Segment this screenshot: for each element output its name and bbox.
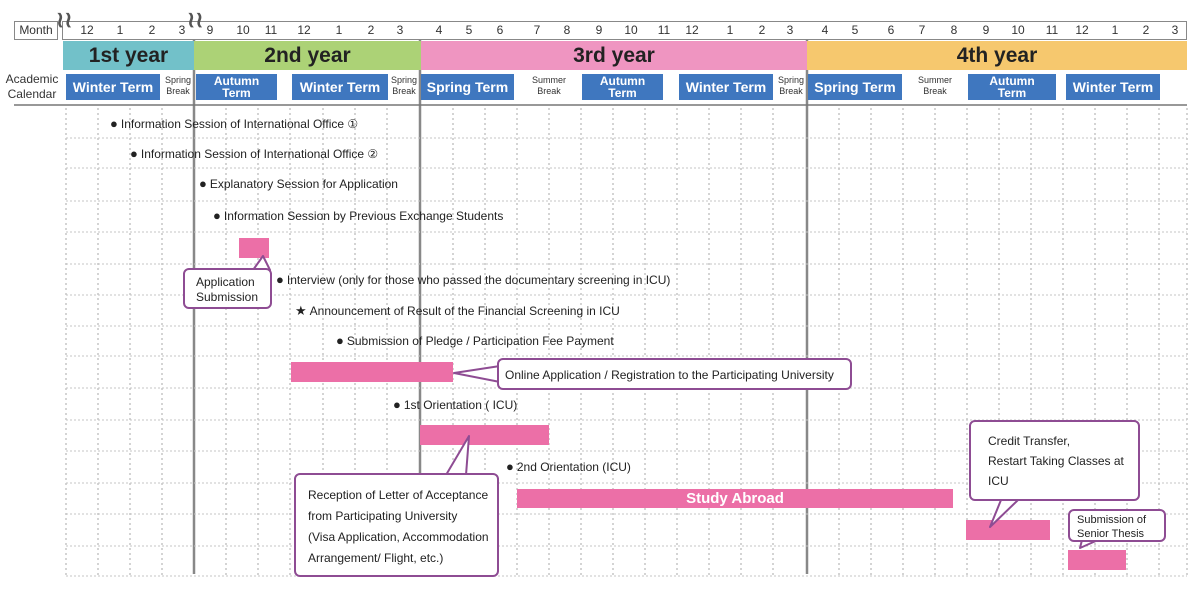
month-label-item: 9 bbox=[206, 23, 214, 37]
month-label-item: 11 bbox=[1045, 23, 1059, 37]
month-label-item: 1 bbox=[116, 23, 124, 37]
term-spring: Spring Term bbox=[808, 74, 902, 100]
month-label-item: 9 bbox=[595, 23, 603, 37]
month-label-item: 6 bbox=[887, 23, 895, 37]
event-explanatory-session: ●Explanatory Session for Application bbox=[199, 176, 398, 191]
event-interview: ●Interview (only for those who passed th… bbox=[276, 272, 671, 287]
month-label-item: 12 bbox=[297, 23, 311, 37]
month-label-item: 3 bbox=[396, 23, 404, 37]
month-label-item: 1 bbox=[726, 23, 734, 37]
term-winter: Winter Term bbox=[1066, 74, 1160, 100]
month-label: Month bbox=[14, 21, 58, 40]
online-application-bar bbox=[291, 362, 453, 382]
term-spring: Spring Term bbox=[421, 74, 514, 100]
month-label-item: 10 bbox=[1011, 23, 1025, 37]
month-label-item: 7 bbox=[918, 23, 926, 37]
timeline-break-icon: ≀≀ bbox=[187, 7, 204, 32]
term-winter: Winter Term bbox=[292, 74, 388, 100]
month-label-item: 9 bbox=[982, 23, 990, 37]
month-label-item: 2 bbox=[148, 23, 156, 37]
credit-transfer-callout: Credit Transfer,Restart Taking Classes a… bbox=[969, 420, 1140, 501]
month-label-item: 11 bbox=[657, 23, 671, 37]
credit-transfer-bar bbox=[966, 520, 1050, 540]
event-1st-orientation: ●1st Orientation ( ICU) bbox=[393, 397, 518, 412]
month-label-item: 8 bbox=[563, 23, 571, 37]
month-label-item: 12 bbox=[1075, 23, 1089, 37]
month-label-item: 1 bbox=[335, 23, 343, 37]
term-winter: Winter Term bbox=[66, 74, 160, 100]
month-label-item: 6 bbox=[496, 23, 504, 37]
month-label-item: 2 bbox=[367, 23, 375, 37]
event-2nd-orientation: ●2nd Orientation (ICU) bbox=[506, 459, 631, 474]
month-label-item: 2 bbox=[1142, 23, 1150, 37]
month-label-item: 8 bbox=[950, 23, 958, 37]
online-application-callout: Online Application / Registration to the… bbox=[497, 358, 852, 390]
year-band-1: 1st year bbox=[63, 41, 194, 70]
term-winter: Winter Term bbox=[679, 74, 773, 100]
month-label-item: 4 bbox=[435, 23, 443, 37]
event-pledge-payment: ●Submission of Pledge / Participation Fe… bbox=[336, 333, 614, 348]
month-strip bbox=[62, 21, 1187, 40]
month-label-item: 12 bbox=[685, 23, 699, 37]
month-label-item: 1 bbox=[1111, 23, 1119, 37]
month-label-item: 3 bbox=[178, 23, 186, 37]
year-band-4: 4th year bbox=[807, 41, 1187, 70]
senior-thesis-bar bbox=[1068, 550, 1126, 570]
month-label-item: 2 bbox=[758, 23, 766, 37]
academic-calendar-label: Academic Calendar bbox=[5, 72, 59, 101]
month-label-item: 5 bbox=[465, 23, 473, 37]
month-label-item: 4 bbox=[821, 23, 829, 37]
month-label-item: 3 bbox=[786, 23, 794, 37]
study-abroad-bar: Study Abroad bbox=[517, 489, 953, 508]
month-label-item: 5 bbox=[851, 23, 859, 37]
timeline-break-icon: ≀≀ bbox=[56, 7, 73, 32]
event-previous-students-session: ●Information Session by Previous Exchang… bbox=[213, 208, 504, 223]
month-label-item: 10 bbox=[624, 23, 638, 37]
event-financial-result: ★Announcement of Result of the Financial… bbox=[295, 303, 620, 318]
event-info-session-1: ●Information Session of International Of… bbox=[110, 116, 359, 131]
month-label-item: 3 bbox=[1171, 23, 1179, 37]
month-label-item: 12 bbox=[80, 23, 94, 37]
month-label-item: 11 bbox=[264, 23, 278, 37]
month-label-item: 10 bbox=[236, 23, 250, 37]
year-band-3: 3rd year bbox=[421, 41, 807, 70]
month-label-item: 7 bbox=[533, 23, 541, 37]
event-info-session-2: ●Information Session of International Of… bbox=[130, 146, 379, 161]
application-submission-bar bbox=[239, 238, 269, 258]
acceptance-letter-bar bbox=[420, 425, 549, 445]
year-band-2: 2nd year bbox=[194, 41, 421, 70]
